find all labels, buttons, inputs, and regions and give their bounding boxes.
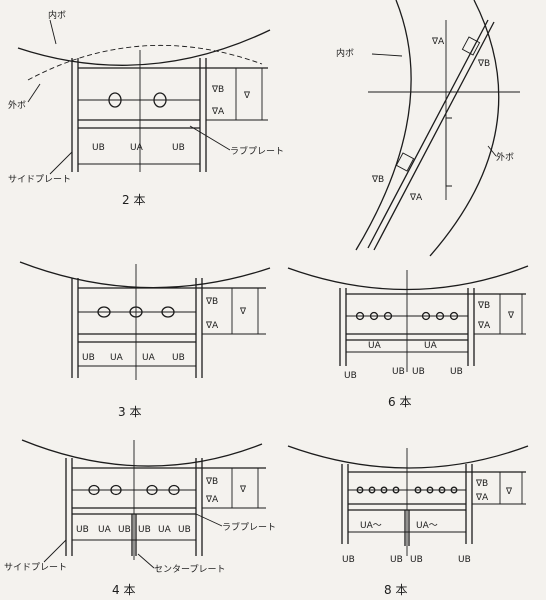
rib-plate-label: ラブプレート: [222, 521, 276, 533]
va-label: ∇A: [409, 193, 423, 203]
outer-shell-label: 外ボ: [496, 151, 514, 163]
v-label: ∇: [239, 307, 247, 317]
inner-shell-arc: [355, 0, 412, 251]
inner-shell-arc: [287, 265, 529, 291]
bolt-hole: [129, 306, 143, 318]
ub-label: UB: [390, 555, 403, 565]
va-label: ∇A: [211, 107, 225, 117]
bolt-hole: [449, 311, 459, 321]
ub-label: UB: [178, 525, 191, 535]
vb-label: ∇B: [477, 59, 490, 69]
ub-label: UB: [76, 525, 89, 535]
bolt-hole: [356, 486, 364, 494]
inner-shell-label: 内ボ: [336, 47, 354, 59]
bracket-mark: [445, 117, 452, 187]
v-label: ∇: [243, 91, 251, 101]
side-plate-label: サイドプレート: [4, 562, 67, 573]
ua-label: UA: [424, 341, 438, 351]
ub-label: UB: [172, 143, 185, 153]
panel-three-bolts: ∇B ∇A ∇ UB UA UA UB 3 本: [19, 261, 271, 419]
inner-shell-arc: [17, 29, 271, 66]
bolt-hole: [435, 311, 445, 321]
bolt-hole: [438, 486, 446, 494]
ua-label: UA: [142, 353, 156, 363]
vb-label: ∇B: [371, 175, 384, 185]
bolt-hole: [161, 306, 175, 318]
vb-label: ∇B: [205, 477, 218, 487]
bolt-hole: [110, 484, 122, 496]
ub-label: UB: [92, 143, 105, 153]
caption-six: 6 本: [388, 395, 411, 409]
outer-shell-label: 外ボ: [8, 99, 26, 111]
vb-label: ∇B: [475, 479, 488, 489]
bolt-hole: [88, 484, 100, 496]
va-label: ∇A: [477, 321, 491, 331]
bolt-hole: [108, 92, 122, 108]
ub-label: UB: [342, 555, 355, 565]
side-plate-label: サイドプレート: [8, 174, 71, 185]
bolt-hole: [380, 486, 388, 494]
bolt-hole: [392, 486, 400, 494]
bolt-hole: [450, 486, 458, 494]
ub-label: UB: [118, 525, 131, 535]
bolt-hole: [369, 311, 379, 321]
ub-label: UB: [412, 367, 425, 377]
v-label: ∇: [239, 485, 247, 495]
rib-plate-label: ラブプレート: [230, 145, 284, 157]
panel-four-bolts: ∇B ∇A ∇ UB UA UB UB UA UB ラブプレート サイドプレート…: [4, 439, 276, 597]
bolt-hole: [146, 484, 158, 496]
inner-shell-arc: [21, 439, 263, 467]
ub-label: UB: [138, 525, 151, 535]
ua-label: UA: [110, 353, 124, 363]
inner-shell-label: 内ボ: [48, 9, 66, 21]
panel-two-bolts: ∇B ∇A ∇ UB UA UB 内ボ 外ボ サイドプレート ラブプレート 2 …: [8, 9, 284, 207]
bolt-hole: [414, 486, 422, 494]
va-label: ∇A: [205, 495, 219, 505]
caption-three: 3 本: [118, 405, 141, 419]
vb-label: ∇B: [205, 297, 218, 307]
caption-eight: 8 本: [384, 583, 407, 597]
ua-tilde-label: UA～: [360, 521, 382, 531]
bolt-hole: [383, 311, 393, 321]
bolt-hole: [368, 486, 376, 494]
vb-label: ∇B: [477, 301, 490, 311]
bolt-hole: [153, 92, 167, 108]
va-label: ∇A: [205, 321, 219, 331]
inner-shell-arc: [287, 445, 529, 469]
inner-shell-arc: [19, 261, 271, 289]
ua-label: UA: [158, 525, 172, 535]
panel-six-bolts: ∇B ∇A ∇ UA UA UB UB UB UB 6 本: [287, 265, 529, 409]
caption-four: 4 本: [112, 583, 135, 597]
ub-label: UB: [392, 367, 405, 377]
panel-section-view: 内ボ 外ボ ∇A ∇B ∇B ∇A: [336, 0, 520, 257]
ub-label: UB: [172, 353, 185, 363]
vb-label: ∇B: [211, 85, 224, 95]
outer-shell-arc: [27, 44, 263, 81]
ua-label: UA: [130, 143, 144, 153]
center-plate-label: センタープレート: [154, 564, 225, 575]
va-label: ∇A: [475, 493, 489, 503]
bolt-hole: [97, 306, 111, 318]
bolt-hole: [421, 311, 431, 321]
panel-eight-bolts: ∇B ∇A ∇ UA～ UA～ UB UB UB UB 8 本: [287, 445, 529, 597]
bolt-hole: [426, 486, 434, 494]
v-label: ∇: [505, 487, 513, 497]
ua-label: UA: [98, 525, 112, 535]
va-label: ∇A: [431, 37, 445, 47]
ub-label: UB: [450, 367, 463, 377]
ub-label: UB: [458, 555, 471, 565]
ua-tilde-label: UA～: [416, 521, 438, 531]
v-label: ∇: [507, 311, 515, 321]
bolt-hole: [355, 311, 365, 321]
caption-two: 2 本: [122, 193, 145, 207]
ua-label: UA: [368, 341, 382, 351]
ub-label: UB: [82, 353, 95, 363]
ub-label: UB: [344, 371, 357, 381]
ub-label: UB: [410, 555, 423, 565]
bolt-hole: [168, 484, 180, 496]
